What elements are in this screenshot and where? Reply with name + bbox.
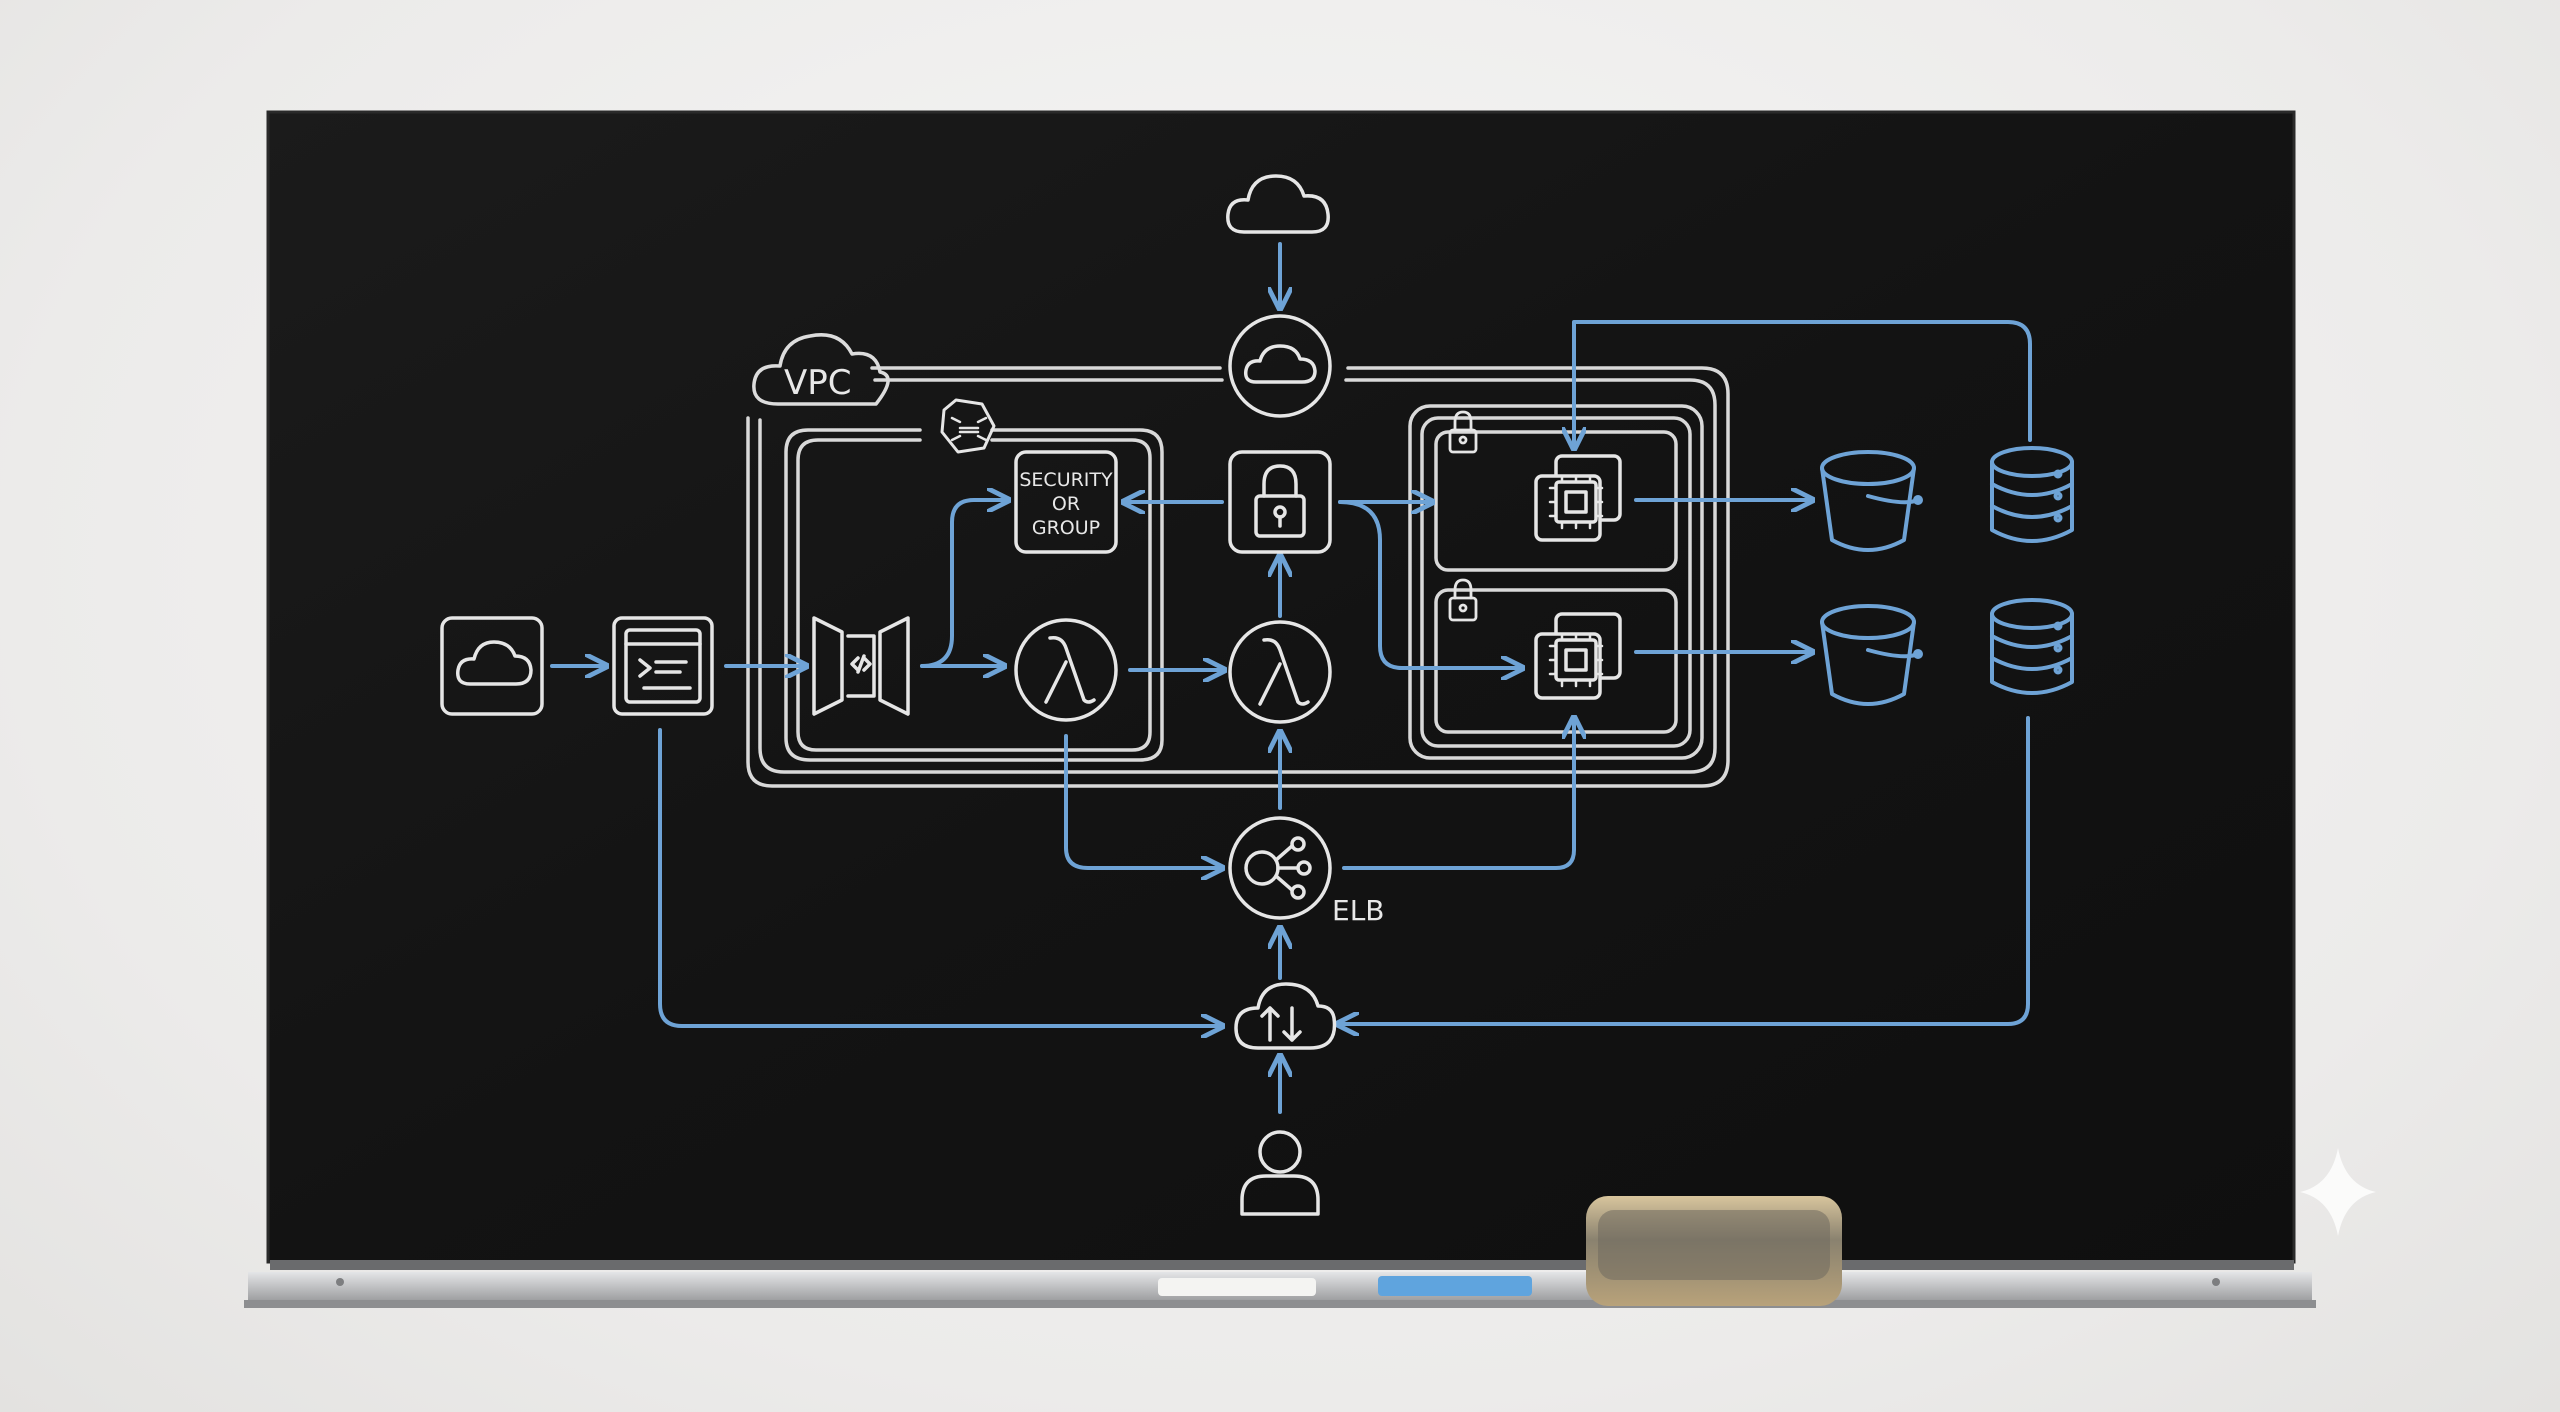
bucket-icon-1[interactable] [1820,450,1923,552]
cloud-icon-top [1226,174,1330,234]
browser-icon[interactable] [612,616,714,716]
white-chalk-stick[interactable] [1158,1278,1316,1296]
vpc-label: VPC [784,363,852,403]
padlock-icon-1 [1448,410,1478,454]
chip-icon-2[interactable] [1534,612,1622,700]
chip-icon-1[interactable] [1534,454,1622,542]
bucket-icon-2[interactable] [1820,604,1923,706]
lambda-icon-2[interactable] [1228,620,1332,724]
compute-group-outer [1408,404,1704,760]
security-group-label-line2: OR [1052,493,1080,515]
eraser[interactable] [1586,1196,1842,1306]
security-group-box[interactable] [1014,450,1118,554]
vpc-boundary-outer [746,366,1730,788]
blue-chalk-stick[interactable] [1378,1276,1532,1296]
arrow-apigw-to-security [920,500,1006,668]
sparkle-icon [2300,1148,2376,1236]
arrow-db-to-cloudsync [1340,716,2030,1024]
elb-icon[interactable] [1228,816,1332,920]
cloud-icon-left [440,616,544,716]
api-gateway-icon[interactable] [812,616,910,716]
lock-icon[interactable] [1228,450,1332,554]
arrow-lock-to-chip2 [1338,500,1520,668]
router-icon [940,398,996,454]
database-icon-2[interactable] [1990,598,2074,695]
arrow-lambda1-to-elb [1064,734,1220,868]
compute-subnet-bottom [1434,588,1678,734]
subnet-boundary-inner [796,438,1152,752]
user-icon [1240,1130,1320,1216]
cloud-icon-vpc-gateway [1228,314,1332,418]
elb-label: ELB [1332,894,1385,927]
lambda-icon-1[interactable] [1014,618,1118,722]
security-group-label-line1: SECURITY [1019,469,1113,491]
subnet-boundary-outer [784,428,1164,762]
arrow-browser-to-cloudsync [658,728,1220,1026]
vpc-boundary-inner [758,378,1717,774]
security-group-label-line3: GROUP [1032,517,1100,539]
database-icon-1[interactable] [1990,446,2074,543]
arrow-loop-to-chip1 [1574,320,2032,446]
vpc-cloud-shape [752,333,890,406]
cloud-sync-icon[interactable] [1234,982,1337,1050]
padlock-icon-2 [1448,578,1478,622]
arrow-elb-to-chip2 [1342,720,1574,870]
